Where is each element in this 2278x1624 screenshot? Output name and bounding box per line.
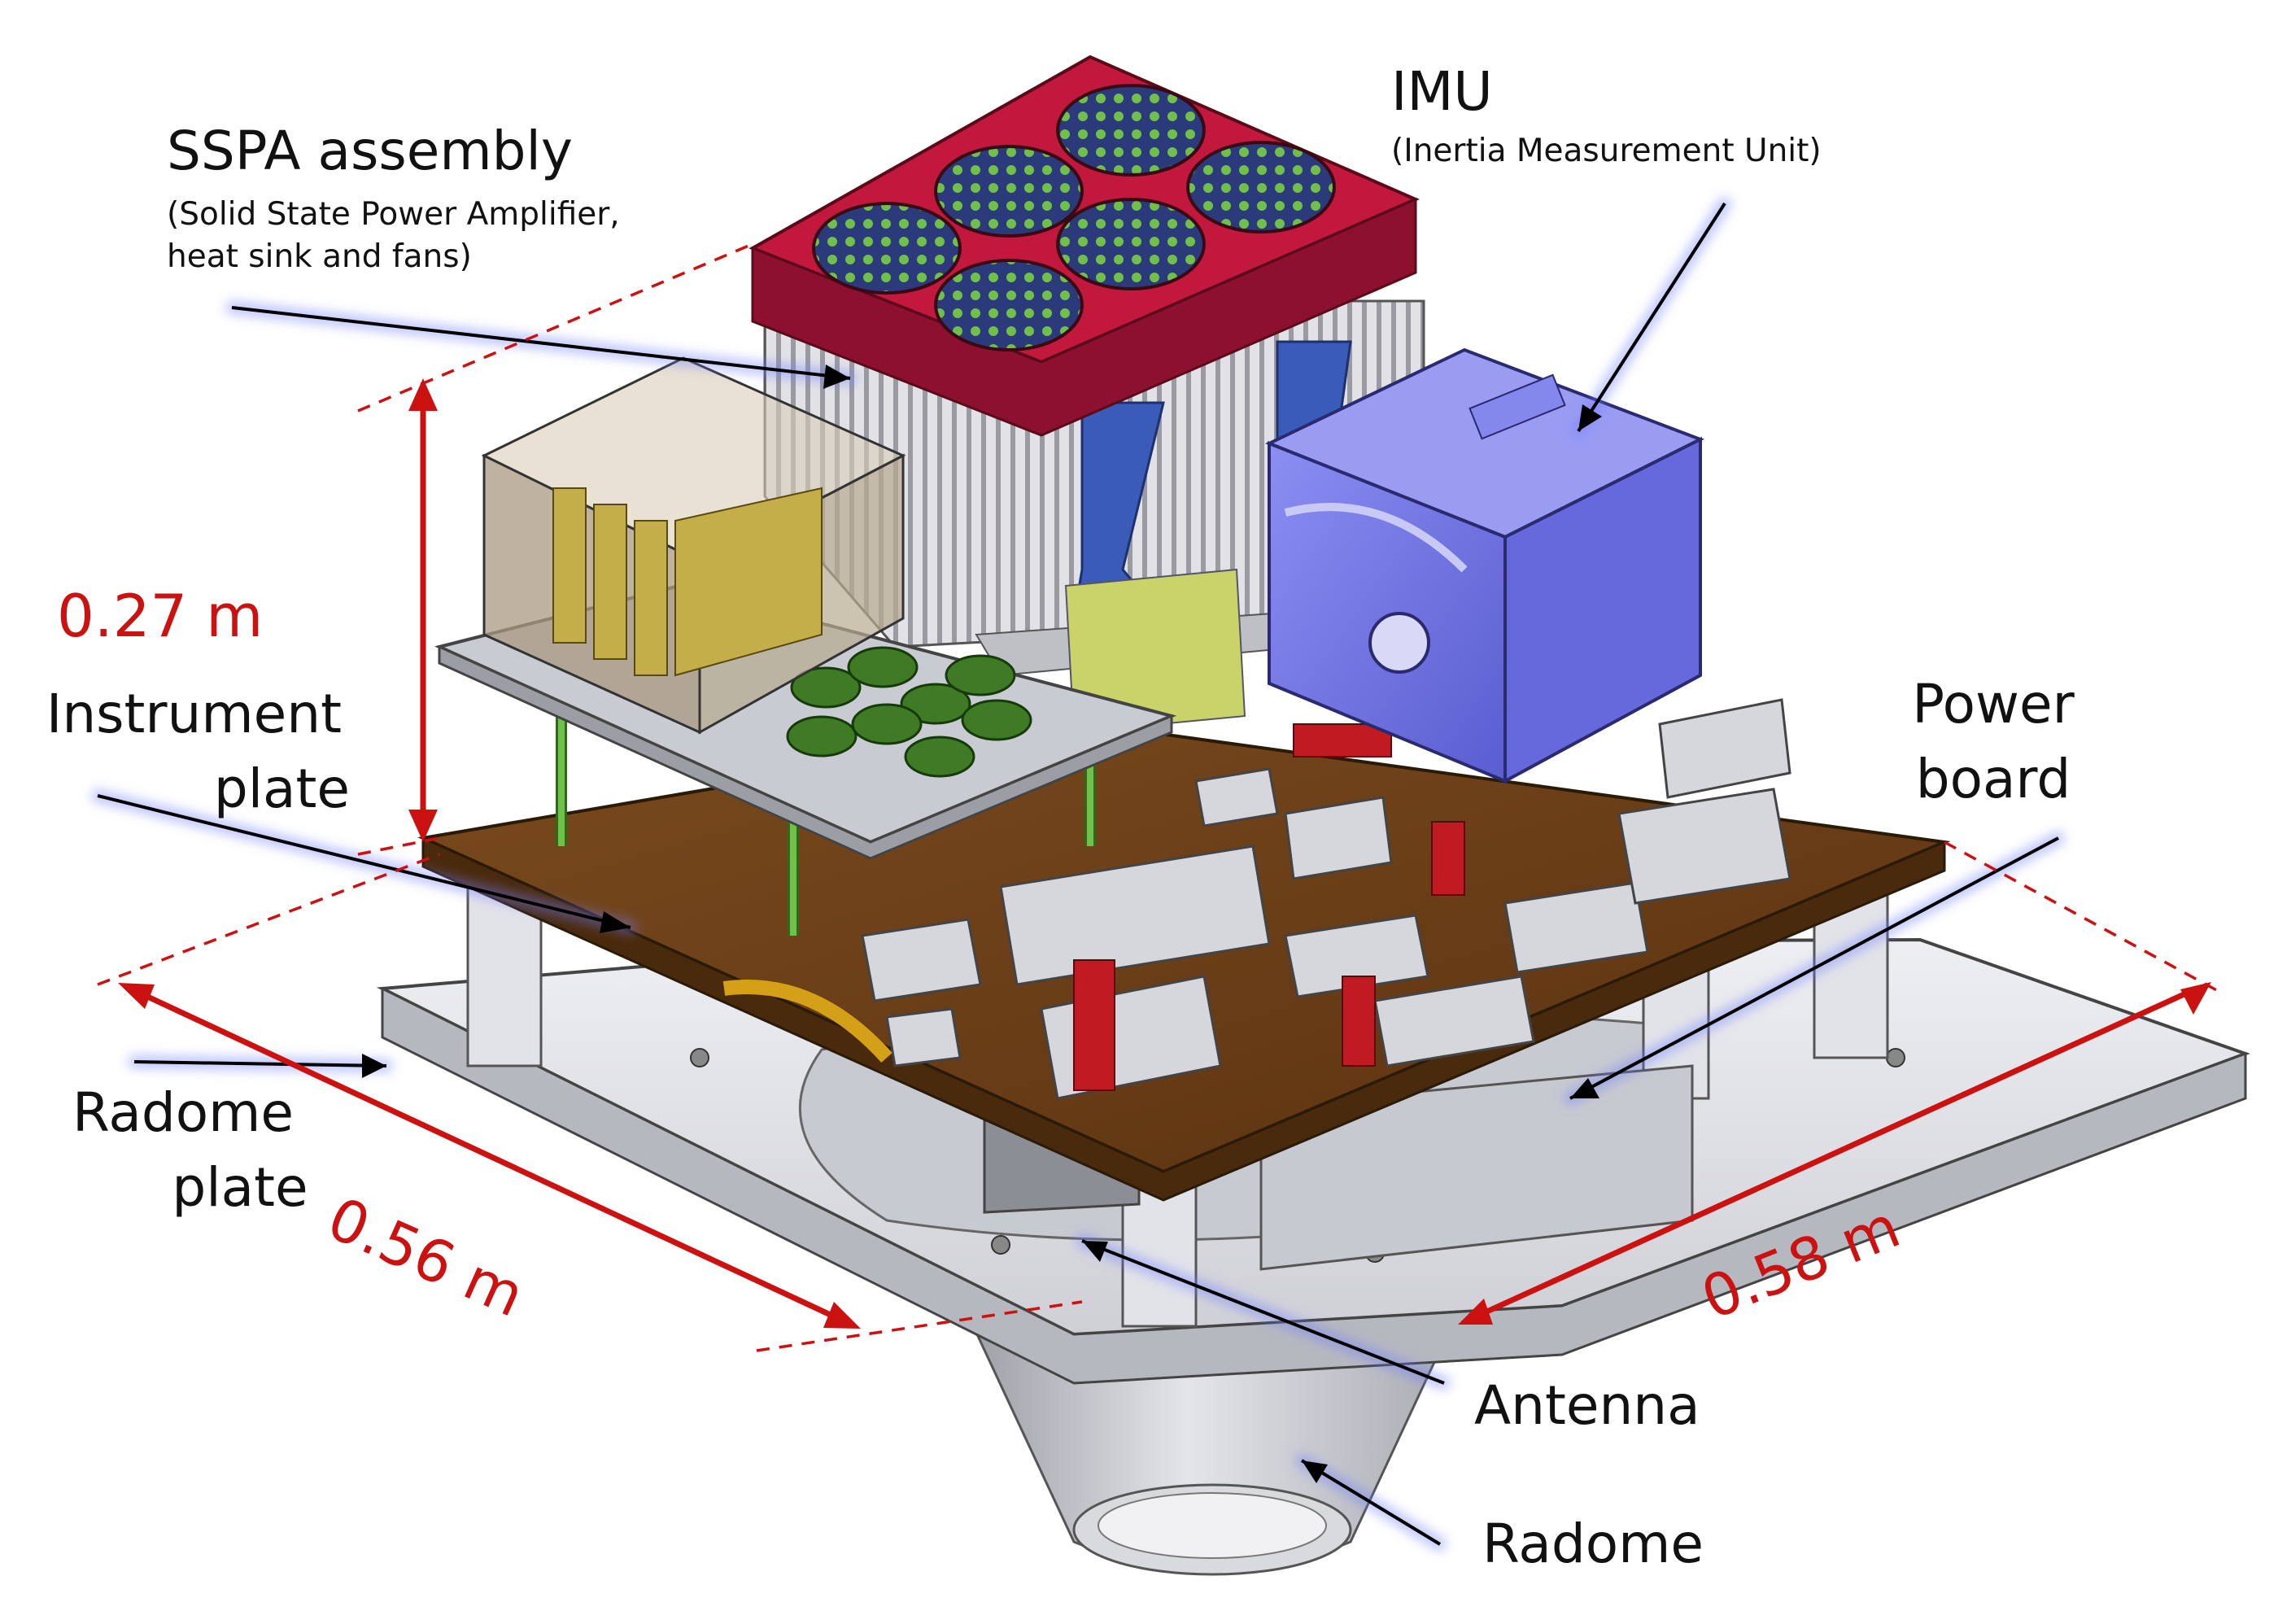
- imu-box: [1265, 347, 1704, 784]
- imu-subtitle: (Inertia Measurement Unit): [1391, 133, 1822, 169]
- imu-title: IMU: [1391, 60, 1493, 123]
- height-dimension-label: 0.27 m: [57, 582, 264, 650]
- power-board-label-line-2: board: [1915, 748, 2071, 810]
- instrument-plate-label-line-1: Instrument: [46, 683, 342, 745]
- instrument-plate-label-line-2: plate: [213, 757, 350, 820]
- radome-plate-label-line-1: Radome: [72, 1081, 295, 1144]
- leader-lines: [91, 197, 2065, 1551]
- sspa-subtitle-line-1: (Solid State Power Amplifier,: [167, 196, 620, 233]
- power-board-label-line-1: Power: [1912, 673, 2075, 736]
- antenna-label: Antenna: [1474, 1374, 1700, 1437]
- clear-enclosure: [481, 356, 906, 735]
- fan-plate: [748, 55, 1420, 437]
- instrument-board: [417, 667, 1951, 1202]
- sspa-title: SSPA assembly: [167, 120, 573, 182]
- radome-plate-label-line-2: plate: [172, 1156, 308, 1219]
- radome-label: Radome: [1482, 1513, 1704, 1575]
- sspa-subtitle-line-2: heat sink and fans): [167, 238, 472, 275]
- dimension-lines: [97, 242, 2222, 1352]
